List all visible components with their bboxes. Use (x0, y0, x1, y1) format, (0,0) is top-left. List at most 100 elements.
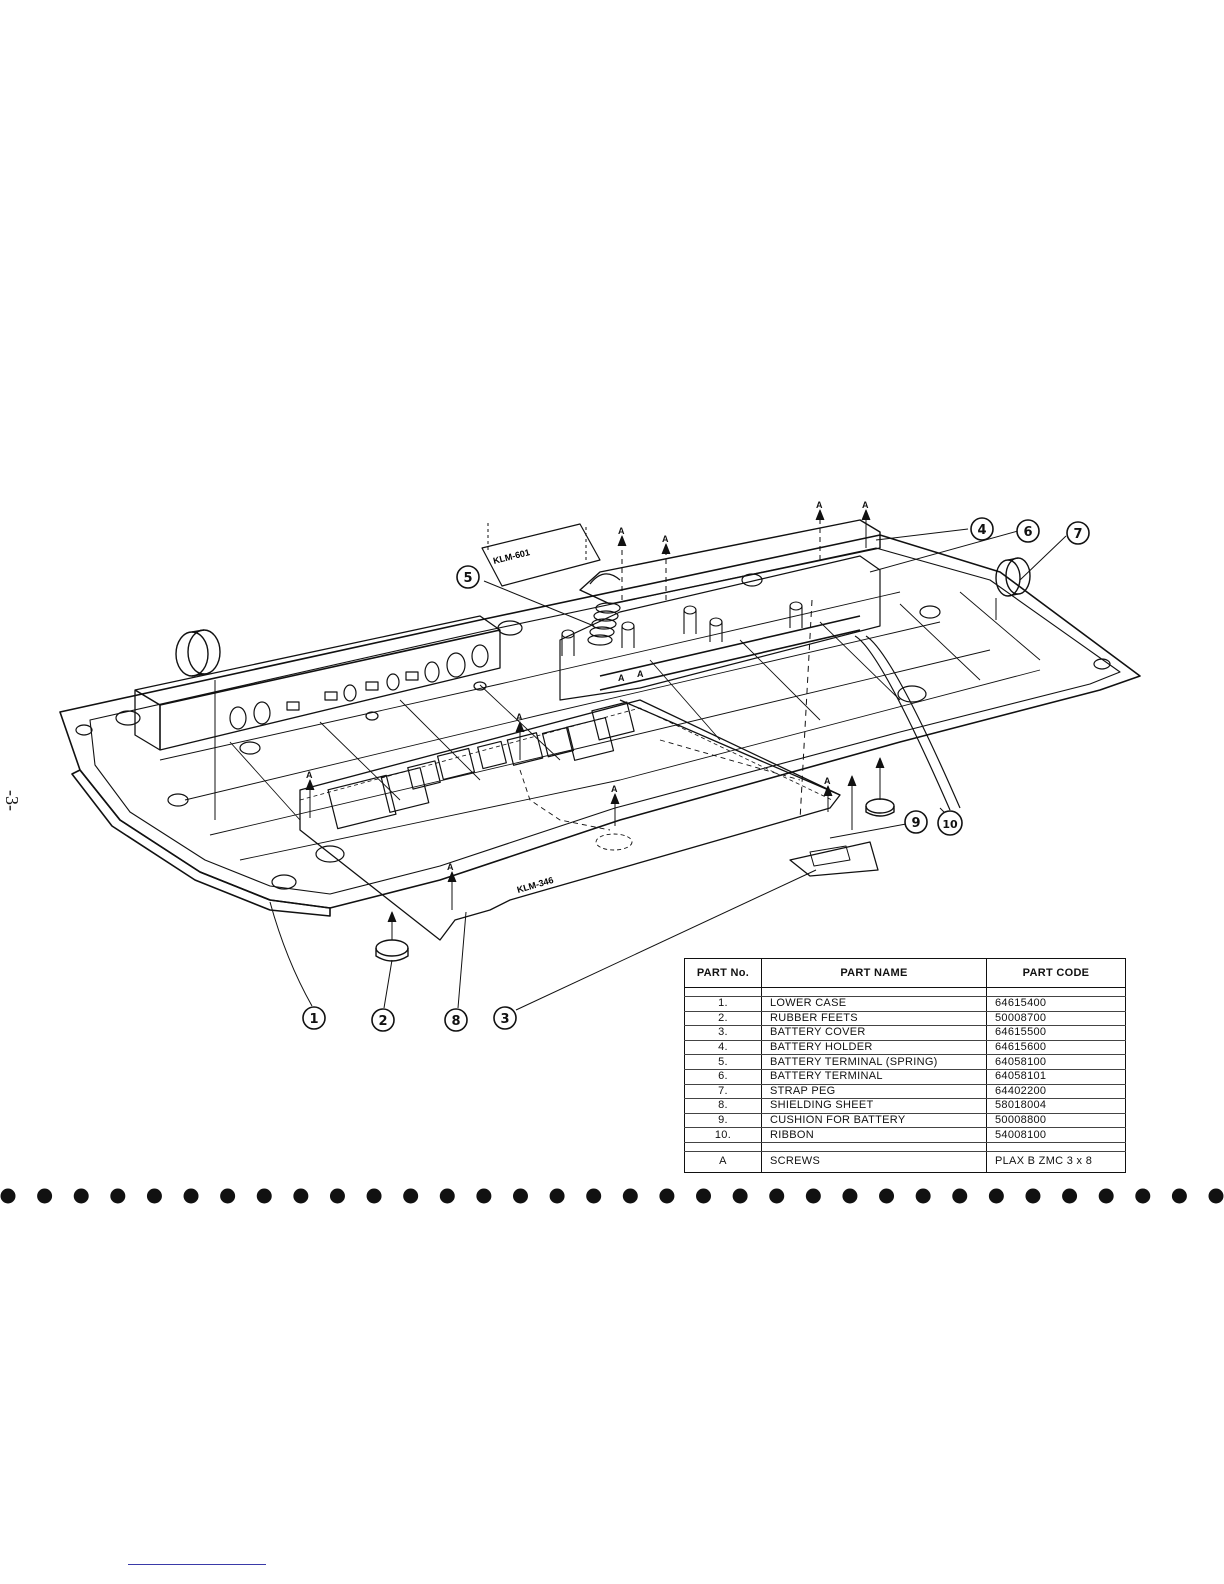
part-name-cell: BATTERY COVER (761, 1025, 987, 1041)
dot (769, 1188, 785, 1204)
leader-line-9 (829, 823, 907, 839)
callout-9: 9 (911, 816, 920, 831)
part-number-cell: 10. (684, 1127, 762, 1143)
part-code-cell: 50008700 (986, 1011, 1126, 1027)
table-spacer-row (684, 987, 1126, 997)
dot (622, 1188, 638, 1204)
part-name-cell: LOWER CASE (761, 996, 987, 1012)
dot (293, 1188, 309, 1204)
dot (1208, 1188, 1224, 1204)
part-name-cell: SHIELDING SHEET (761, 1098, 987, 1114)
screw-marker: A (516, 712, 523, 722)
dot (220, 1188, 236, 1204)
dot (439, 1188, 455, 1204)
screw-marker: A (662, 534, 669, 544)
callout-8: 8 (451, 1014, 460, 1029)
dot (403, 1188, 419, 1204)
dot (1135, 1188, 1151, 1204)
callout-2: 2 (378, 1014, 387, 1029)
dot (0, 1188, 16, 1204)
part-name-cell: SCREWS (761, 1151, 987, 1173)
leader-line-6 (869, 530, 1019, 573)
dot (732, 1188, 748, 1204)
dot (842, 1188, 858, 1204)
callout-1: 1 (309, 1012, 318, 1027)
dot (256, 1188, 272, 1204)
pcb-label-small: KLM-601 (492, 547, 531, 566)
dot (586, 1188, 602, 1204)
column-header-part-code: PART CODE (986, 958, 1126, 988)
part-code-cell: 64615400 (986, 996, 1126, 1012)
dot (988, 1188, 1004, 1204)
screw-marker: A (816, 500, 823, 510)
screw-marker: A (824, 776, 831, 786)
part-code-cell: PLAX B ZMC 3 x 8 (986, 1151, 1126, 1173)
callout-3: 3 (500, 1012, 509, 1027)
leader-line-8 (457, 911, 467, 1009)
screw-marker: A (637, 669, 644, 679)
part-number-cell: 7. (684, 1084, 762, 1100)
page-number: -3- (2, 790, 22, 811)
part-code-cell: 64402200 (986, 1084, 1126, 1100)
screw-marker: A (618, 526, 625, 536)
part-code-cell: 54008100 (986, 1127, 1126, 1143)
part-code-cell: 64058100 (986, 1054, 1126, 1070)
dot (73, 1188, 89, 1204)
dot (37, 1188, 53, 1204)
dot (549, 1188, 565, 1204)
dot (366, 1188, 382, 1204)
part-number-cell: 5. (684, 1054, 762, 1070)
dot (146, 1188, 162, 1204)
part-name-cell: RIBBON (761, 1127, 987, 1143)
parts-table-header: PART No. PART NAME PART CODE (684, 958, 1126, 988)
dot (1025, 1188, 1041, 1204)
part-number-cell: 1. (684, 996, 762, 1012)
leader-line-7 (1019, 535, 1067, 581)
dot (696, 1188, 712, 1204)
column-header-part-name: PART NAME (761, 958, 987, 988)
callout-5: 5 (463, 571, 472, 586)
dot (805, 1188, 821, 1204)
dot (329, 1188, 345, 1204)
callout-4: 4 (977, 523, 986, 538)
part-code-cell: 64058101 (986, 1069, 1126, 1085)
dot (183, 1188, 199, 1204)
shielding-sheet-outline (299, 699, 841, 941)
dot (952, 1188, 968, 1204)
leader-line-4 (875, 528, 969, 541)
callout-7: 7 (1073, 527, 1082, 542)
parts-table: PART No. PART NAME PART CODE 1.LOWER CAS… (684, 958, 1126, 1173)
screw-marker: A (447, 862, 454, 872)
dot (110, 1188, 126, 1204)
part-number-cell: 8. (684, 1098, 762, 1114)
part-name-cell: BATTERY TERMINAL (SPRING) (761, 1054, 987, 1070)
leader-line-5 (483, 580, 595, 627)
part-name-cell: STRAP PEG (761, 1084, 987, 1100)
dot (879, 1188, 895, 1204)
dot (476, 1188, 492, 1204)
part-code-cell: 64615500 (986, 1025, 1126, 1041)
part-code-cell: 64615600 (986, 1040, 1126, 1056)
footer-line (128, 1564, 266, 1565)
leader-line-1 (269, 901, 313, 1007)
part-number-cell: 2. (684, 1011, 762, 1027)
leader-line-2 (383, 959, 393, 1009)
leader-line-3 (515, 869, 817, 1011)
part-number-cell: 3. (684, 1025, 762, 1041)
dot (915, 1188, 931, 1204)
column-header-part-no: PART No. (684, 958, 762, 988)
part-number-cell: A (684, 1151, 762, 1173)
pcb-label: KLM-346 (516, 875, 555, 895)
callout-6: 6 (1023, 525, 1032, 540)
dot (1098, 1188, 1114, 1204)
